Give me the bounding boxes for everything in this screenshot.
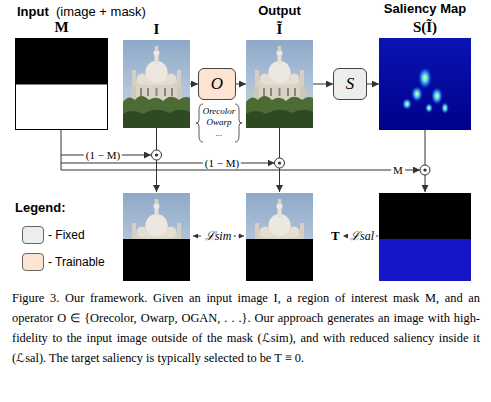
flow-arrow <box>367 84 379 85</box>
figure-caption: Figure 3. Our framework. Given an input … <box>12 288 480 368</box>
image-wire <box>425 130 426 165</box>
box-symbol: S <box>346 75 355 93</box>
legend-swatch <box>22 253 44 271</box>
legend-text: - Trainable <box>48 255 105 269</box>
saliency-loss: ℒsal <box>348 229 376 243</box>
mask-wires <box>61 128 425 192</box>
flow-arrow <box>190 84 198 85</box>
masked-input <box>123 193 190 281</box>
mask-factor: M <box>391 164 405 176</box>
right-brace <box>235 104 242 142</box>
operator-box: O <box>198 68 236 100</box>
operator-option: Owarp <box>206 117 231 128</box>
output-photo <box>246 40 313 128</box>
product-dot <box>278 161 281 164</box>
mask-factor: (1 − M) <box>203 157 241 169</box>
box-symbol: O <box>211 75 223 93</box>
mask-image-node: M <box>15 38 108 130</box>
mask-bottom <box>16 84 108 130</box>
legend-heading: Legend: <box>15 200 66 215</box>
input-photo <box>123 40 190 128</box>
flow-arrow <box>313 84 333 85</box>
product-symbol <box>420 165 430 175</box>
mask-factor: (1 − M) <box>84 149 122 161</box>
mask-wire <box>61 170 420 171</box>
image-heading: Saliency Map <box>384 1 466 16</box>
image-wire <box>279 168 280 192</box>
image-symbol: S(Ĩ) <box>413 19 437 35</box>
image-symbol: M <box>54 19 68 35</box>
masked-saliency <box>379 193 471 281</box>
saliency-map-node: Saliency MapS(Ĩ) <box>379 38 471 130</box>
flow-arrow <box>236 84 246 85</box>
operator-option: ... <box>216 128 223 139</box>
mask-image <box>15 38 108 130</box>
input-subheading: (image + mask) <box>56 4 146 19</box>
product-dot <box>423 168 426 171</box>
input-heading: Input <box>17 4 49 19</box>
operator-option: Orecolor <box>203 106 236 117</box>
product-symbols <box>152 150 431 175</box>
output-image-node: OutputĨ <box>246 40 313 128</box>
mask-top <box>15 38 108 84</box>
image-symbol: Ĩ <box>277 21 283 37</box>
product-symbol <box>152 150 162 160</box>
saliency-map <box>379 38 471 130</box>
product-dot <box>155 153 158 156</box>
input-image-node: I <box>123 40 190 128</box>
image-wire <box>156 160 157 192</box>
similarity-loss: ℒsim <box>203 229 234 243</box>
legend-swatch <box>22 226 44 244</box>
mask-wire <box>61 130 62 170</box>
image-heading: Output <box>258 3 301 18</box>
masked-output <box>246 193 313 281</box>
image-wire <box>279 128 280 158</box>
image-wire <box>156 128 157 150</box>
mask-wire <box>61 163 275 164</box>
target-symbol: T <box>331 229 340 243</box>
saliency-model-box: S <box>333 68 367 100</box>
product-symbol <box>275 158 285 168</box>
legend-text: - Fixed <box>48 228 85 242</box>
left-brace <box>196 104 203 142</box>
image-symbol: I <box>154 21 160 37</box>
image-wire <box>425 175 426 192</box>
